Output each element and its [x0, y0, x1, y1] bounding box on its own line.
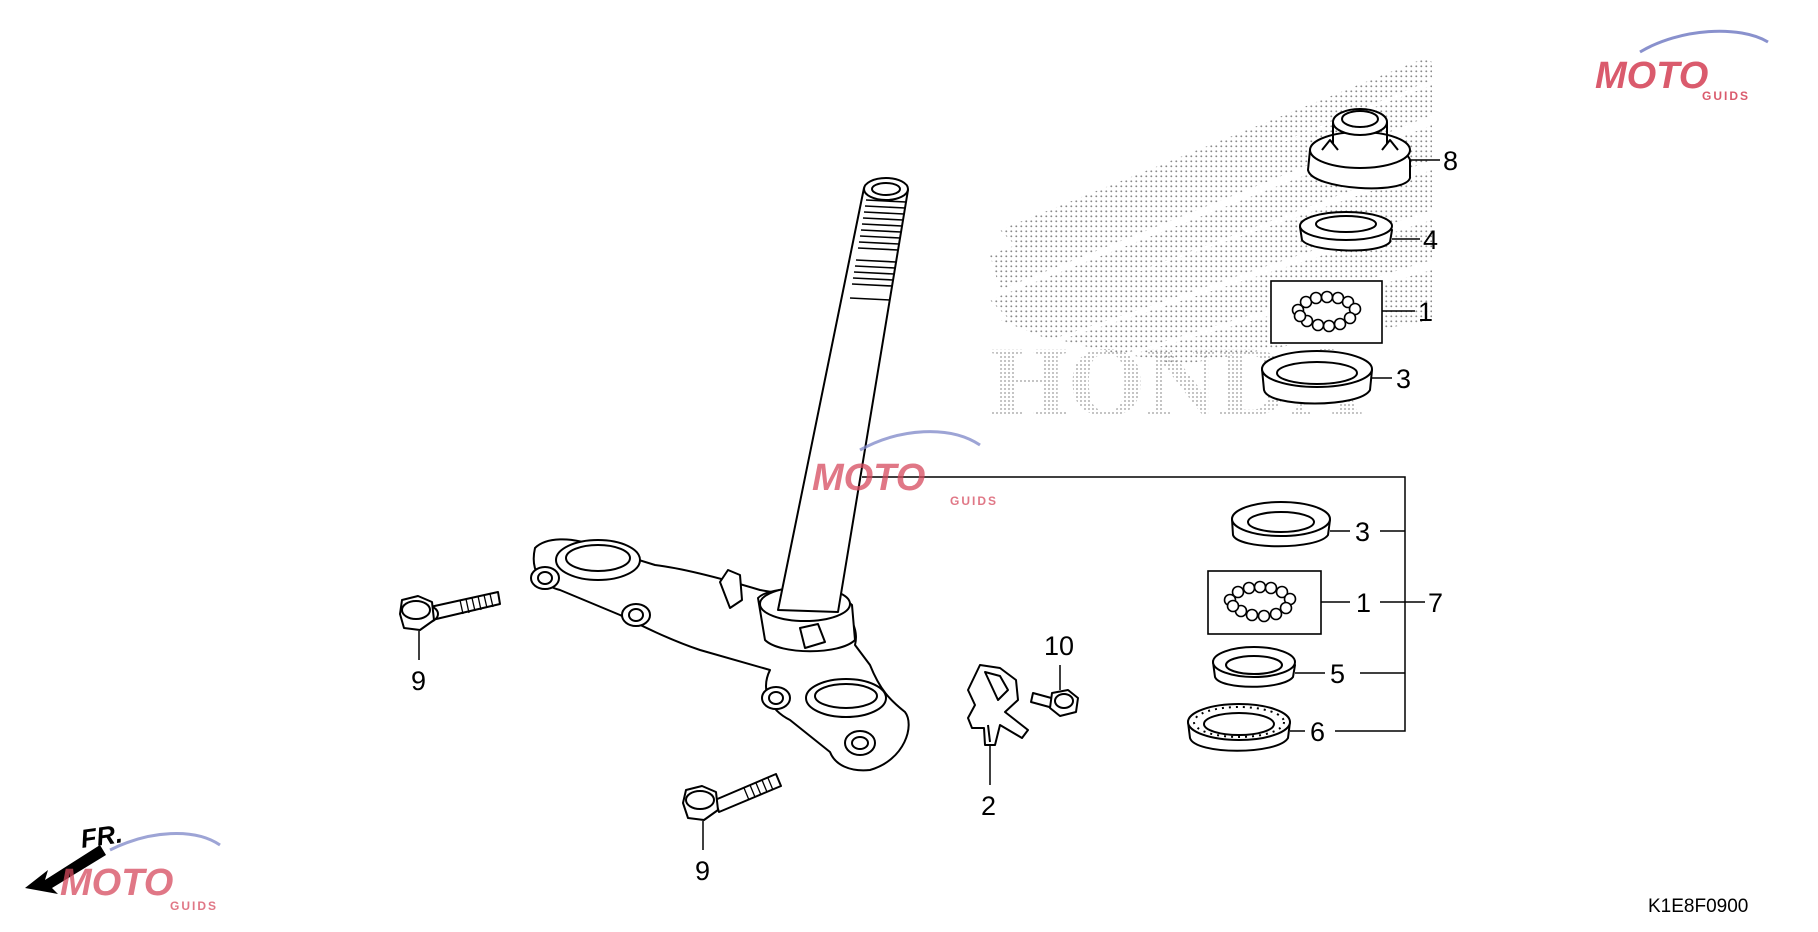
callout-10: 10	[1044, 631, 1074, 661]
lower-ball-race-cone	[1211, 646, 1297, 688]
callout-7: 7	[1428, 588, 1443, 618]
callout-8: 8	[1443, 146, 1458, 176]
callout-9-bottom: 9	[695, 856, 710, 886]
watermark-bottom-left: MOTO GUIDS	[60, 832, 221, 913]
watermark-text: MOTO	[812, 457, 925, 499]
callout-5: 5	[1330, 659, 1345, 689]
lower-ball-race	[1230, 501, 1332, 548]
callout-1-top: 1	[1418, 297, 1433, 327]
callout-4: 4	[1423, 225, 1438, 255]
steering-stem-nut	[1307, 108, 1411, 190]
callout-3-top: 3	[1396, 364, 1411, 394]
steering-stem	[530, 177, 910, 772]
brake-hose-clamp	[967, 664, 1029, 746]
flange-bolt-left	[399, 591, 501, 631]
diagram-code: K1E8F0900	[1648, 896, 1748, 917]
watermark-subtext: GUIDS	[950, 494, 998, 508]
watermark-top-right: MOTO GUIDS	[1595, 29, 1769, 103]
flange-bolt-bottom	[682, 773, 782, 821]
front-marker-label: FR.	[79, 818, 125, 854]
callout-3-bottom: 3	[1355, 517, 1370, 547]
small-bolt	[1030, 689, 1079, 717]
watermark-text: MOTO	[1595, 55, 1708, 97]
callout-1-bottom: 1	[1356, 588, 1371, 618]
watermark-center: MOTO GUIDS	[812, 430, 998, 508]
upper-ball-race	[1260, 350, 1374, 405]
watermark-subtext: GUIDS	[170, 899, 218, 913]
watermark-text: MOTO	[60, 862, 173, 904]
watermark-subtext: GUIDS	[1702, 89, 1750, 103]
callout-6: 6	[1310, 717, 1325, 747]
upper-ball-race-cone	[1298, 211, 1394, 252]
set-7-bracket	[862, 476, 1425, 732]
dust-seal	[1186, 703, 1292, 752]
callout-2: 2	[981, 791, 996, 821]
upper-ball-bearing	[1270, 280, 1383, 344]
callout-9-left: 9	[411, 666, 426, 696]
lower-ball-bearing	[1207, 570, 1322, 635]
